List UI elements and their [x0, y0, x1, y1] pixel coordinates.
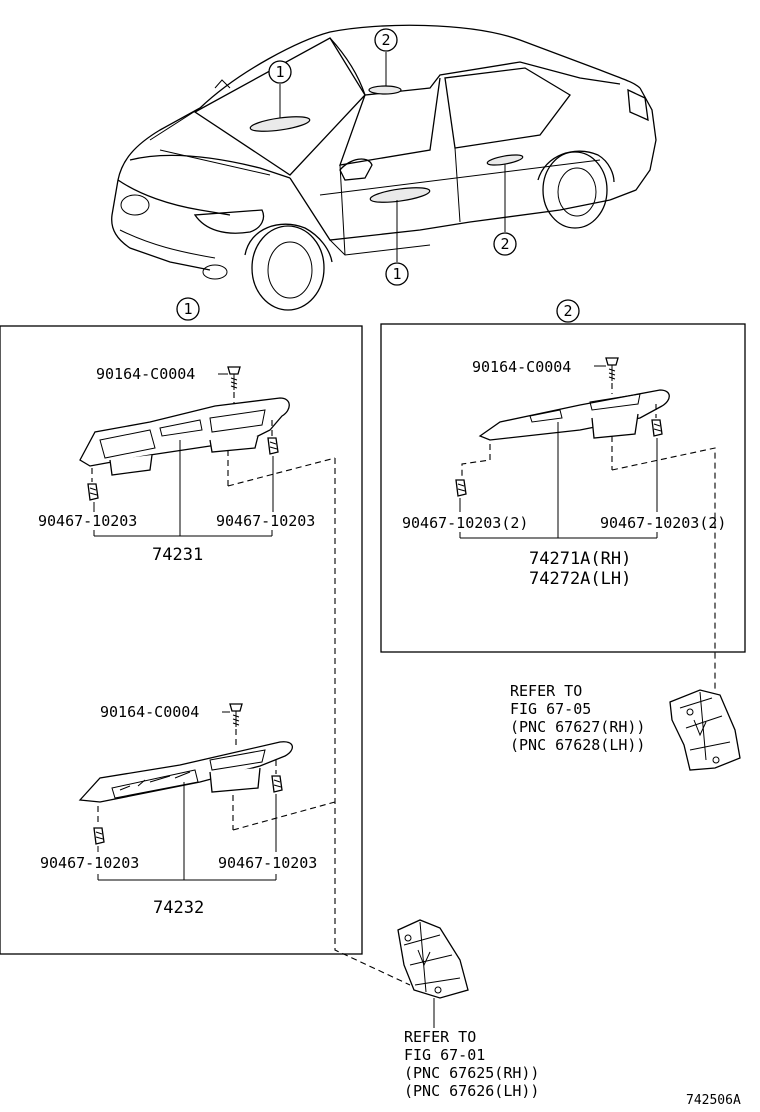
screw-label: 90164-C0004 [96, 365, 195, 383]
clip-icon [271, 775, 283, 793]
part-number-rh: 74271A(RH) [529, 549, 631, 569]
car-illustration [111, 24, 657, 311]
box1-callout-circle [176, 297, 200, 321]
clip-icon [267, 437, 279, 455]
part-number-lh: 74272A(LH) [529, 569, 631, 589]
callout-label: 2 [500, 235, 509, 253]
clip-icon [87, 483, 99, 501]
refer-line: (PNC 67626(LH)) [404, 1082, 539, 1100]
box2-frame [380, 323, 746, 653]
callout-label: 1 [392, 265, 401, 283]
refer-line: (PNC 67627(RH)) [510, 718, 645, 736]
clip-label-right: 90467-10203 [216, 512, 315, 530]
clip-label-right: 90467-10203(2) [600, 514, 726, 532]
refer-line: REFER TO [404, 1028, 476, 1046]
connector-line [334, 458, 411, 986]
screw-icon [227, 366, 241, 390]
part-number: 74232 [153, 898, 204, 918]
part-74231-group: 90164-C0004 90467-10203 9 [38, 365, 336, 565]
screw-icon [605, 357, 619, 381]
window-switch-bezel-74271A [478, 389, 670, 441]
box1-callout-label: 1 [183, 300, 192, 318]
clip-label-left: 90467-10203 [40, 854, 139, 872]
callout-circle [493, 232, 517, 256]
clip-label-left: 90467-10203 [38, 512, 137, 530]
door-trim-bracket-icon [397, 919, 469, 999]
box2-callout-circle [556, 299, 580, 323]
clip-icon [93, 827, 105, 845]
door-trim-bracket-icon [669, 689, 741, 771]
callout-label: 2 [381, 31, 390, 49]
part-74271A-group: 90164-C0004 90467-10203(2) 90467-10203(2… [402, 357, 726, 690]
box1-frame [0, 325, 363, 955]
refer-line: (PNC 67628(LH)) [510, 736, 645, 754]
part-74232-group: 90164-C0004 90467-10203 90467-10203 7423… [40, 703, 336, 918]
diagram-id: 742506A [686, 1093, 741, 1108]
clip-icon [651, 419, 663, 437]
screw-label: 90164-C0004 [472, 358, 571, 376]
window-switch-bezel-74231 [79, 397, 290, 467]
screw-icon [229, 703, 243, 727]
clip-label-left: 90467-10203(2) [402, 514, 528, 532]
refer-line: REFER TO [510, 682, 582, 700]
callout-circle [374, 28, 398, 52]
box2-callout-label: 2 [563, 302, 572, 320]
part-number: 74231 [152, 545, 203, 565]
car-callouts: 1 2 1 2 [268, 28, 517, 286]
clip-label-right: 90467-10203 [218, 854, 317, 872]
callout-circle [385, 262, 409, 286]
refer-line: FIG 67-05 [510, 700, 591, 718]
screw-label: 90164-C0004 [100, 703, 199, 721]
clip-icon [455, 479, 467, 497]
callout-label: 1 [275, 63, 284, 81]
refer-line: (PNC 67625(RH)) [404, 1064, 539, 1082]
refer-line: FIG 67-01 [404, 1046, 485, 1064]
refer-bottom-group: REFER TO FIG 67-01 (PNC 67625(RH)) (PNC … [397, 919, 539, 1100]
refer-right-group: REFER TO FIG 67-05 (PNC 67627(RH)) (PNC … [510, 682, 741, 771]
callout-circle [268, 60, 292, 84]
